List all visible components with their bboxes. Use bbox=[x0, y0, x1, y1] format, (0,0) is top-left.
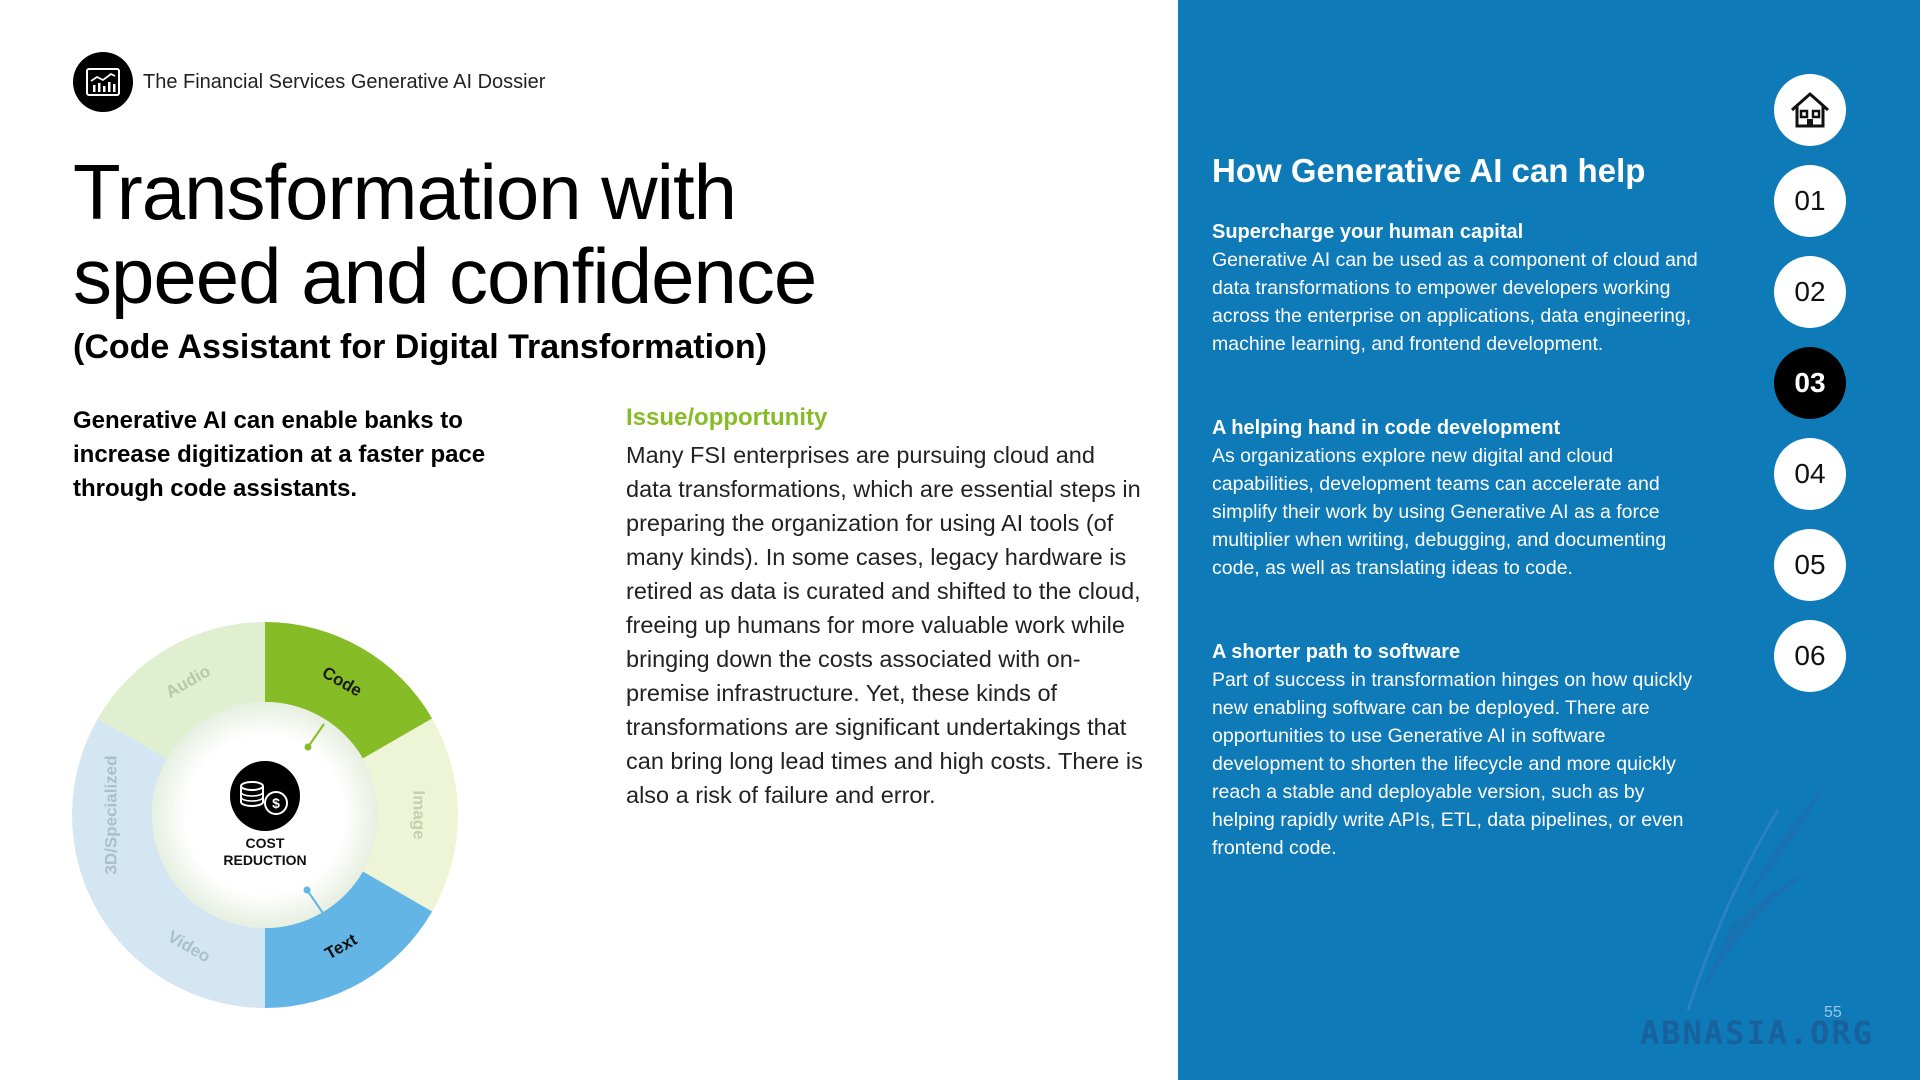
section-body: Part of success in transformation hinges… bbox=[1212, 669, 1693, 859]
svg-text:$: $ bbox=[272, 795, 280, 811]
connector-code-dot bbox=[304, 743, 312, 751]
section-human-capital: Supercharge your human capital Generativ… bbox=[1212, 218, 1702, 358]
connector-text bbox=[306, 889, 326, 917]
section-heading: A shorter path to software bbox=[1212, 641, 1461, 663]
title-line-2: speed and confidence bbox=[73, 232, 817, 320]
center-label-1: COST bbox=[246, 835, 285, 851]
page-title: Transformation with speed and confidence bbox=[73, 150, 1133, 318]
wheel-segment-video bbox=[97, 871, 265, 1008]
coins-dollar-icon: $ bbox=[230, 761, 300, 831]
wheel-segment-code bbox=[265, 622, 433, 759]
section-heading: A helping hand in code development bbox=[1212, 417, 1561, 439]
wheel-label-image: Image bbox=[410, 790, 429, 839]
connector-text-dot bbox=[303, 886, 311, 894]
wheel-label-3d-specialized: 3D/Specialized bbox=[101, 755, 120, 874]
center-label-2: REDUCTION bbox=[223, 852, 306, 868]
decorative-feather-icon bbox=[1686, 780, 1828, 1011]
chart-logo-icon bbox=[73, 52, 133, 112]
nav-button-03[interactable]: 03 bbox=[1774, 347, 1846, 419]
page-number: 55 bbox=[1824, 1004, 1842, 1021]
panel-title: How Generative AI can help bbox=[1212, 152, 1646, 189]
lead-statement: Generative AI can enable banks to increa… bbox=[73, 407, 486, 502]
nav-button-05[interactable]: 05 bbox=[1774, 529, 1846, 601]
section-body: Generative AI can be used as a component… bbox=[1212, 249, 1698, 355]
section-shorter-path: A shorter path to software Part of succe… bbox=[1212, 638, 1702, 862]
section-code-development: A helping hand in code development As or… bbox=[1212, 414, 1702, 582]
wheel-segment-text bbox=[265, 871, 433, 1008]
header: The Financial Services Generative AI Dos… bbox=[73, 52, 545, 112]
wheel-segment-audio bbox=[97, 622, 265, 759]
issue-heading: Issue/opportunity bbox=[626, 404, 828, 431]
nav-button-06[interactable]: 06 bbox=[1774, 620, 1846, 692]
dossier-title: The Financial Services Generative AI Dos… bbox=[143, 70, 546, 93]
home-button[interactable] bbox=[1774, 74, 1846, 146]
title-line-1: Transformation with bbox=[73, 148, 737, 236]
nav-button-01[interactable]: 01 bbox=[1774, 165, 1846, 237]
section-nav: 01 02 03 04 05 06 bbox=[1774, 74, 1846, 692]
nav-button-02[interactable]: 02 bbox=[1774, 256, 1846, 328]
section-body: As organizations explore new digital and… bbox=[1212, 445, 1667, 579]
nav-button-04[interactable]: 04 bbox=[1774, 438, 1846, 510]
section-heading: Supercharge your human capital bbox=[1212, 221, 1524, 243]
page-subtitle: (Code Assistant for Digital Transformati… bbox=[73, 328, 767, 366]
watermark: ABNASIA.ORG bbox=[1640, 1014, 1874, 1052]
wheel-segment-image bbox=[362, 718, 458, 912]
wheel-segment-3d-specialized bbox=[72, 718, 168, 912]
home-icon bbox=[1791, 92, 1829, 128]
connector-code bbox=[307, 723, 325, 748]
issue-body: Many FSI enterprises are pursuing cloud … bbox=[626, 442, 1143, 808]
